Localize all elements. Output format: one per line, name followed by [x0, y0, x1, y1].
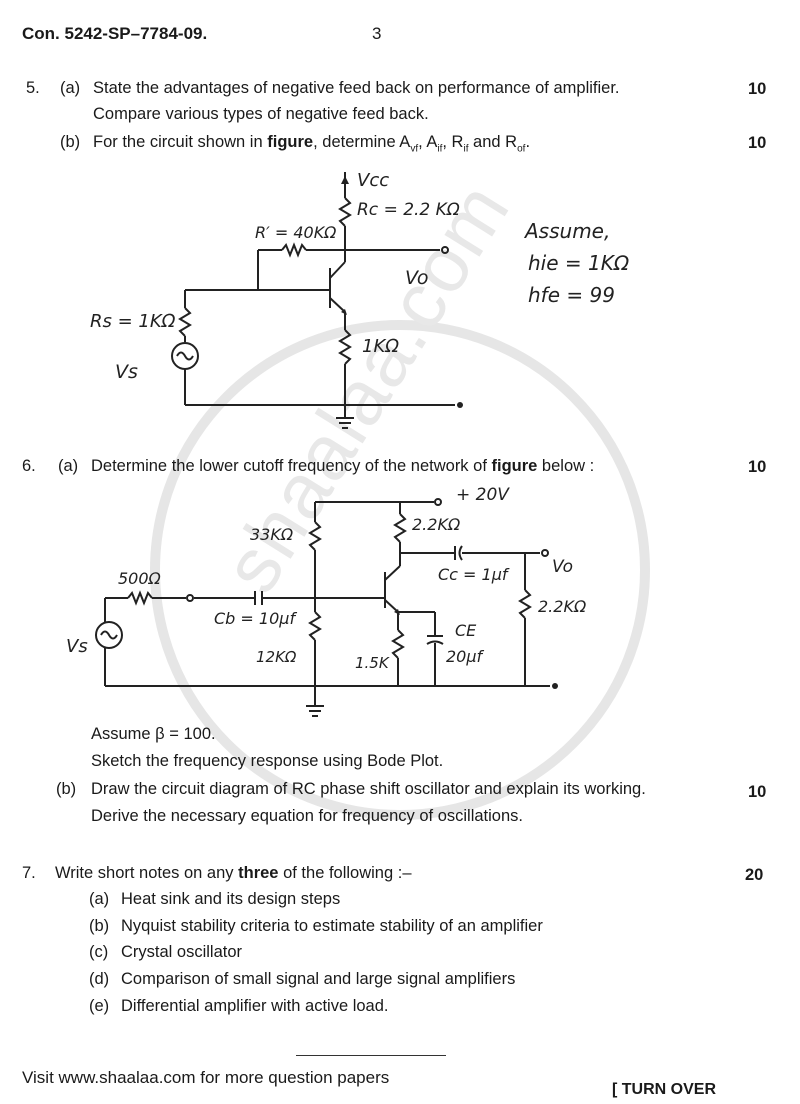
q6-sketch: Sketch the frequency response using Bode…: [91, 752, 444, 770]
label-rl: 2.2KΩ: [538, 597, 587, 616]
q5a-line1: State the advantages of negative feed ba…: [93, 79, 620, 97]
q7-item-label: (b): [89, 917, 110, 935]
label-re2: 1.5K: [355, 654, 390, 672]
q5-number: 5.: [26, 79, 40, 97]
q5b-label: (b): [60, 133, 81, 151]
page-number: 3: [372, 24, 382, 43]
q6a-label: (a): [58, 457, 79, 475]
q7-marks: 20: [745, 866, 764, 884]
q6b-line2: Derive the necessary equation for freque…: [91, 807, 523, 825]
q7-item-text: Differential amplifier with active load.: [121, 997, 389, 1015]
label-vcc: Vcc: [357, 170, 389, 191]
q6-assume: Assume β = 100.: [91, 725, 216, 743]
label-rs: Rs = 1KΩ: [90, 311, 176, 332]
watermark-circle: [150, 320, 650, 820]
q7-item-label: (a): [89, 890, 110, 908]
label-ce: CE: [455, 621, 477, 640]
footer-visit: Visit www.shaalaa.com for more question …: [22, 1068, 390, 1087]
label-cc: Cc = 1µf: [438, 565, 510, 584]
q6a-text: Determine the lower cutoff frequency of …: [91, 457, 595, 475]
label-vs: Vs: [115, 361, 138, 383]
label-hie: hie = 1KΩ: [528, 251, 630, 275]
q7-item-text: Crystal oscillator: [121, 943, 243, 961]
label-r2: 12KΩ: [256, 648, 297, 666]
label-re: 1KΩ: [362, 336, 399, 357]
q5a-label: (a): [60, 79, 81, 97]
label-assume: Assume,: [523, 219, 610, 243]
paper-code: Con. 5242-SP–7784-09.: [22, 24, 208, 43]
q7-item-label: (c): [89, 943, 109, 961]
q5b-marks: 10: [748, 134, 767, 152]
label-rf: R′ = 40KΩ: [255, 223, 337, 242]
label-ce-val: 20µf: [446, 647, 485, 666]
q6b-line1: Draw the circuit diagram of RC phase shi…: [91, 780, 646, 798]
label-hfe: hfe = 99: [528, 283, 615, 307]
label-vs2: Vs: [66, 636, 88, 657]
label-cb: Cb = 10µf: [214, 609, 297, 628]
footer-rule: [296, 1055, 446, 1056]
label-rc2: 2.2KΩ: [412, 515, 461, 534]
q7-text: Write short notes on any three of the fo…: [55, 864, 412, 882]
q6b-marks: 10: [748, 783, 767, 801]
label-vo: Vo: [405, 267, 429, 289]
q5a-line2: Compare various types of negative feed b…: [93, 105, 429, 123]
label-r1: 33KΩ: [250, 525, 294, 544]
q7-item-text: Comparison of small signal and large sig…: [121, 970, 516, 988]
q7-item-text: Nyquist stability criteria to estimate s…: [121, 917, 543, 935]
q6b-label: (b): [56, 780, 77, 798]
q7-item-text: Heat sink and its design steps: [121, 890, 341, 908]
q6a-marks: 10: [748, 458, 767, 476]
label-rc: Rc = 2.2 KΩ: [357, 200, 460, 220]
label-vcc20: + 20V: [456, 485, 510, 505]
q6-number: 6.: [22, 457, 36, 475]
q7-item-label: (d): [89, 970, 110, 988]
label-vo2: Vo: [552, 557, 573, 577]
footer-turn-over: [ TURN OVER: [612, 1081, 716, 1098]
q7-number: 7.: [22, 864, 36, 882]
q7-item-label: (e): [89, 997, 110, 1015]
q5b-text: For the circuit shown in figure, determi…: [93, 133, 531, 155]
label-rs2: 500Ω: [118, 569, 162, 588]
q5a-marks: 10: [748, 80, 767, 98]
